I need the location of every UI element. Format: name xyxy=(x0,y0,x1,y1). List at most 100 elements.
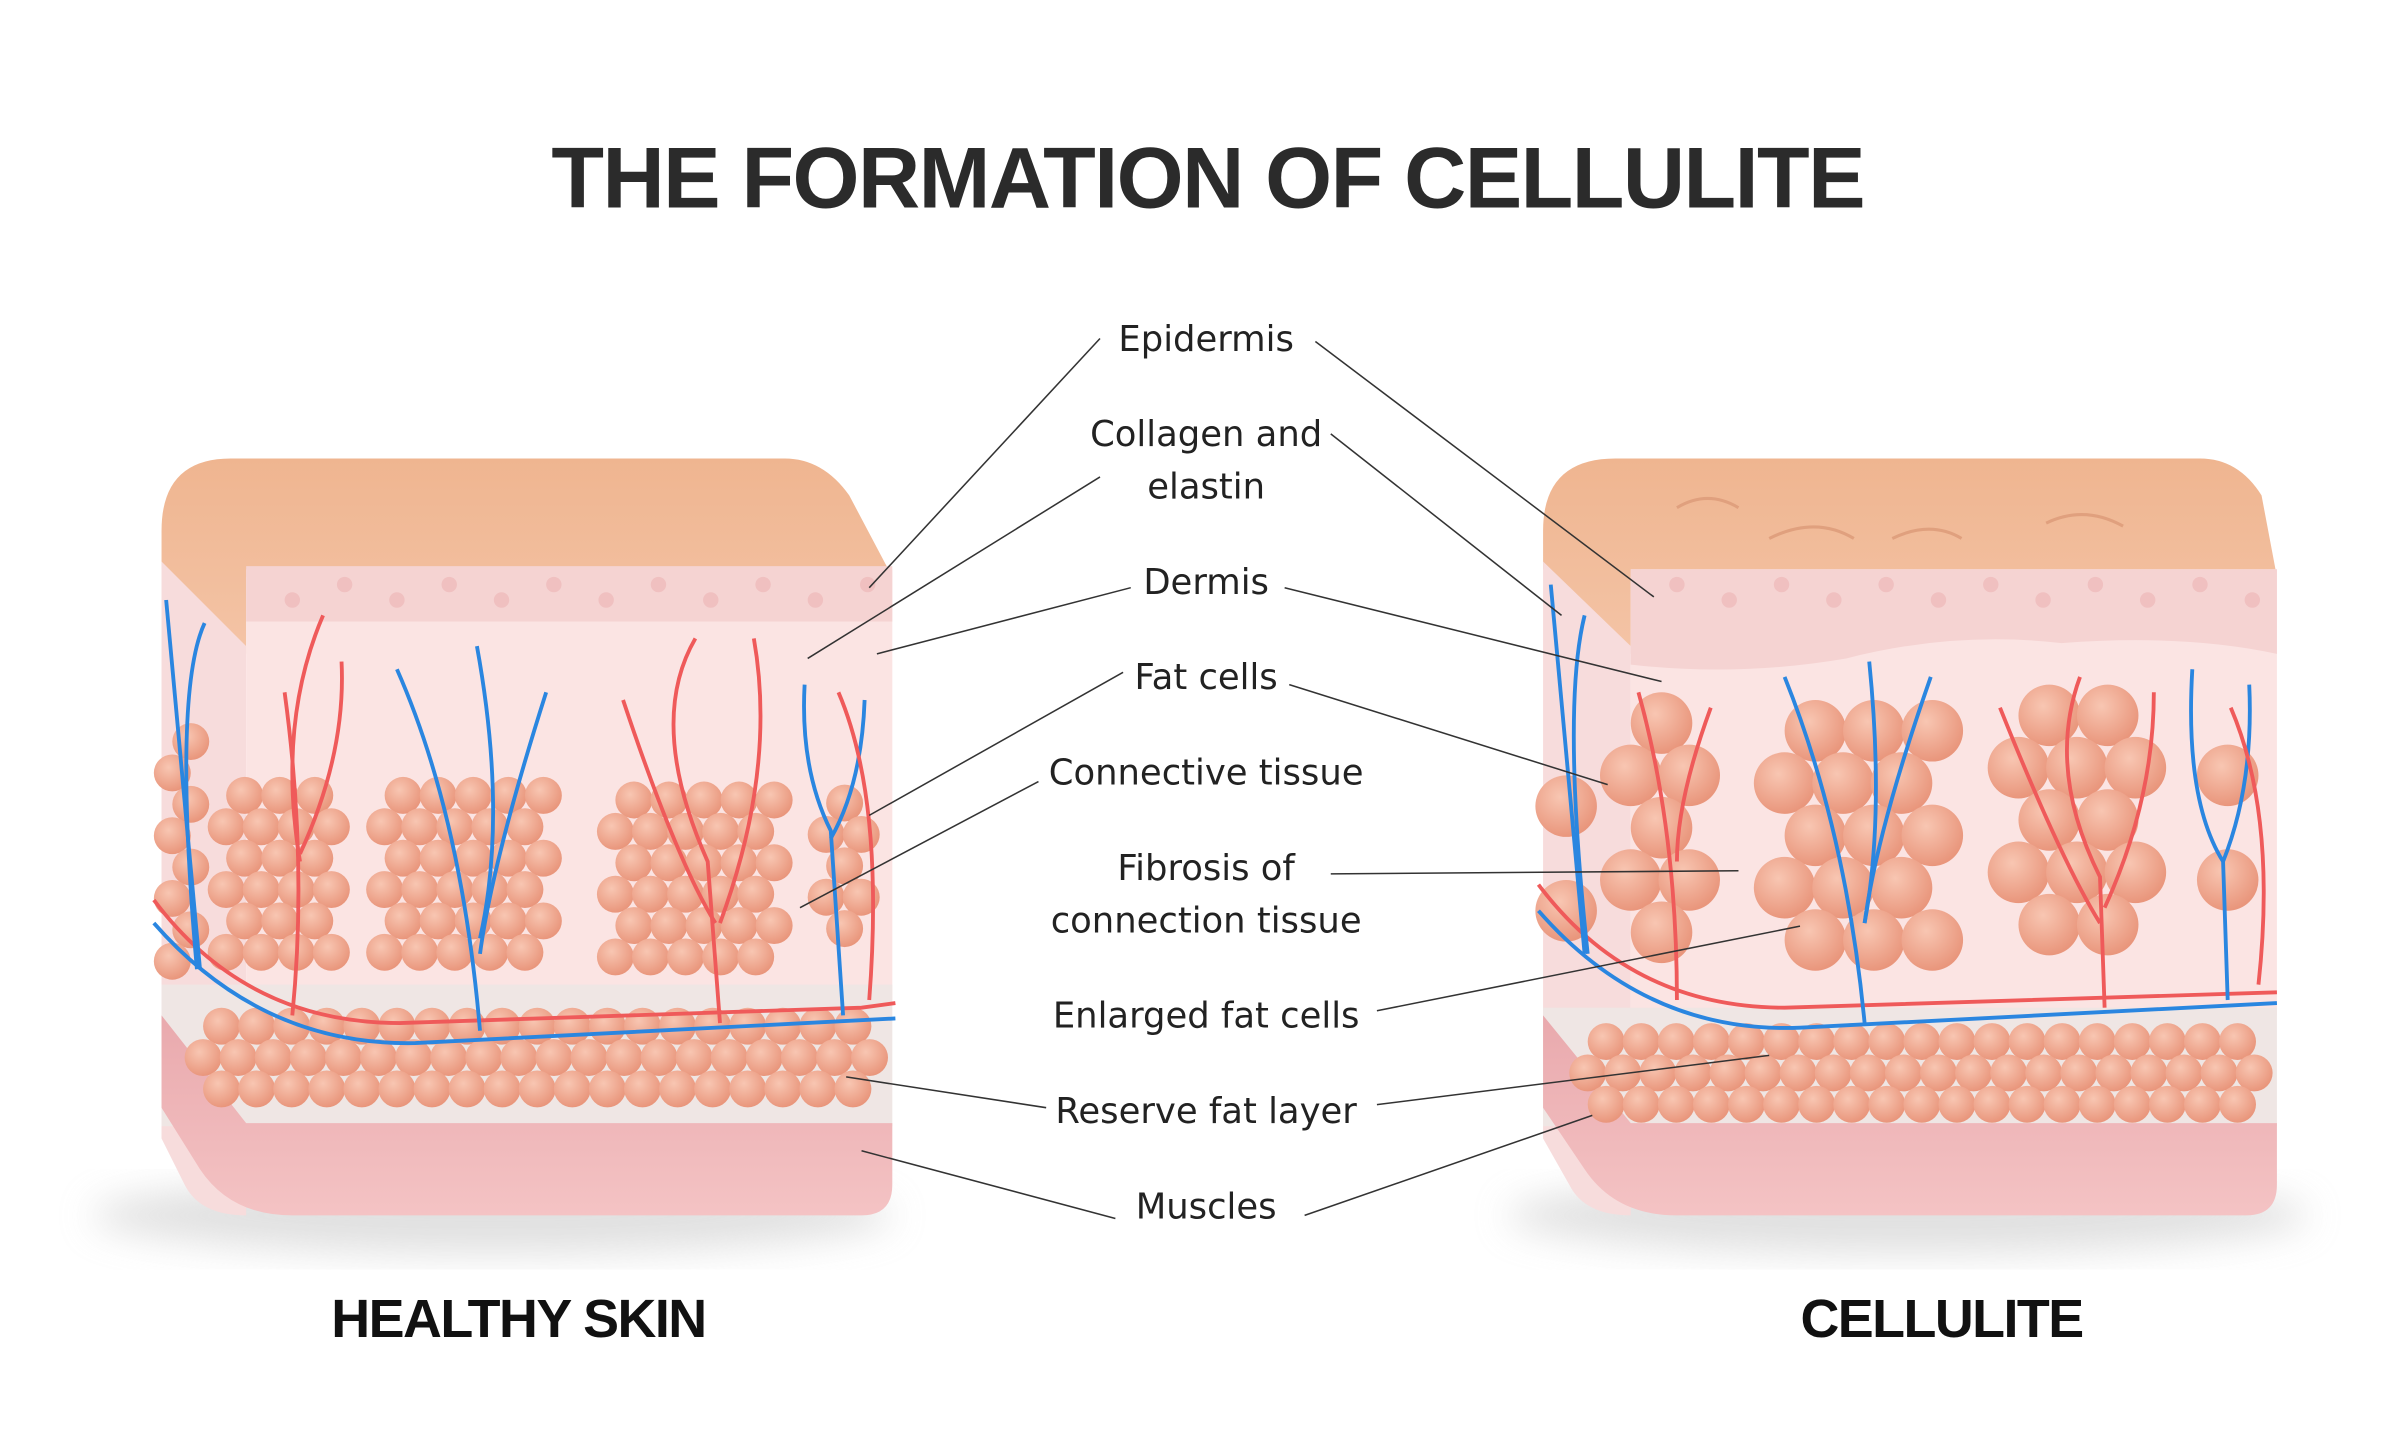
reserve-fat-cell xyxy=(2060,1054,2098,1092)
reserve-fat-cell xyxy=(1833,1085,1871,1123)
label-dermis: Dermis xyxy=(1143,562,1269,603)
fat-cell xyxy=(366,871,404,908)
fat-cell xyxy=(312,808,350,846)
reserve-fat-cell xyxy=(588,1007,626,1045)
reserve-fat-cell xyxy=(360,1039,397,1076)
epidermis-cell xyxy=(1721,592,1737,608)
reserve-fat-cell xyxy=(1622,1023,1660,1060)
reserve-fat-cell xyxy=(640,1039,678,1076)
reserve-fat-cell xyxy=(1798,1085,1836,1123)
reserve-fat-cell xyxy=(1779,1054,1817,1092)
epidermis-cell xyxy=(860,576,876,593)
enlarged-fat-cell xyxy=(1600,849,1662,911)
epidermis-cell xyxy=(2192,576,2208,593)
reserve-fat-cell xyxy=(2008,1085,2046,1123)
enlarged-fat-cell xyxy=(1784,804,1847,867)
fat-cell xyxy=(489,902,527,940)
reserve-fat-cell xyxy=(378,1007,416,1045)
fat-cell xyxy=(172,785,210,823)
reserve-fat-cell xyxy=(1903,1085,1941,1123)
fat-cell xyxy=(312,933,350,971)
fat-cell xyxy=(454,776,492,814)
muscle-layer xyxy=(161,1015,893,1216)
reserve-fat-cell xyxy=(694,1070,732,1108)
fat-cell xyxy=(632,875,669,913)
fat-cell xyxy=(720,781,758,819)
enlarged-fat-cell xyxy=(2046,736,2108,799)
reserve-fat-cell xyxy=(430,1039,468,1076)
label-connective-tissue: Connective tissue xyxy=(1049,753,1364,794)
blood-vessels xyxy=(1536,584,2278,1030)
fat-cell xyxy=(296,839,334,877)
epidermis-cell xyxy=(650,576,667,593)
reserve-fat-cell xyxy=(834,1007,872,1045)
reserve-fat-cell xyxy=(1973,1085,2011,1123)
epidermis-cell xyxy=(284,592,300,608)
reserve-fat-cell xyxy=(799,1007,837,1045)
caption-healthy-skin: HEALTHY SKIN xyxy=(331,1289,705,1349)
reserve-fat-cell xyxy=(1744,1054,1782,1092)
fat-cell xyxy=(153,817,191,855)
fat-cell xyxy=(650,907,688,944)
reserve-fat-cell xyxy=(238,1070,276,1108)
fat-cell xyxy=(384,902,422,940)
fat-cell xyxy=(419,839,457,877)
enlarged-fat-cell xyxy=(2018,684,2080,747)
reserve-fat-cell xyxy=(1868,1023,1906,1060)
fat-cell xyxy=(702,938,740,976)
fat-cell xyxy=(685,781,723,819)
reserve-fat-cell xyxy=(2148,1023,2186,1060)
reserve-fat-cell xyxy=(1692,1085,1730,1123)
reserve-fat-cell xyxy=(1709,1054,1747,1092)
reserve-fat-cell xyxy=(1798,1023,1836,1060)
fat-cell xyxy=(842,878,880,916)
epidermis-cell xyxy=(546,576,562,593)
fat-cell xyxy=(242,808,280,846)
reserve-fat-cell xyxy=(1692,1023,1730,1060)
fat-cell xyxy=(842,816,880,853)
fat-cell xyxy=(401,871,439,908)
epidermis-cell xyxy=(389,592,405,608)
fat-cell xyxy=(826,784,864,822)
reserve-fat-cell xyxy=(2025,1054,2063,1092)
fat-cell xyxy=(153,942,191,980)
reserve-fat-cell xyxy=(535,1039,573,1076)
reserve-fat-cell xyxy=(2113,1085,2151,1123)
reserve-fat-cell xyxy=(659,1070,696,1108)
label-fibrosis-line1: Fibrosis of xyxy=(1117,848,1296,889)
fat-cell xyxy=(807,878,845,916)
fat-cell xyxy=(650,844,688,882)
reserve-fat-cell xyxy=(448,1007,486,1045)
fat-cell xyxy=(615,907,653,944)
enlarged-fat-cell xyxy=(1987,841,2050,904)
enlarged-fat-cell xyxy=(1784,909,1847,971)
reserve-fat-cell xyxy=(675,1039,713,1076)
epidermis-cell xyxy=(1669,576,1685,593)
enlarged-fat-cell xyxy=(1812,856,1874,919)
reserve-fat-cell xyxy=(624,1070,661,1108)
enlarged-fat-cell xyxy=(1812,752,1874,814)
enlarged-fat-cell xyxy=(1901,804,1964,867)
leader-lines xyxy=(799,337,1801,1220)
reserve-fat-cell xyxy=(500,1039,538,1076)
reserve-fat-cell xyxy=(1938,1085,1976,1123)
fat-cell xyxy=(436,808,474,846)
reserve-fat-cell xyxy=(851,1039,888,1076)
reserve-fat-cell xyxy=(1727,1085,1765,1123)
reserve-fat-cell xyxy=(1727,1023,1765,1060)
reserve-fat-cell xyxy=(273,1070,311,1108)
fat-cell xyxy=(506,871,544,908)
fat-cell xyxy=(596,875,634,913)
reserve-fat-cell xyxy=(219,1039,257,1076)
reserve-fat-cell xyxy=(343,1007,381,1045)
reserve-fat-cell xyxy=(553,1070,591,1108)
reserve-fat-cell xyxy=(729,1070,767,1108)
page-title: THE FORMATION OF CELLULITE xyxy=(551,131,1864,227)
epidermis-cell xyxy=(807,592,824,608)
reserve-fat-cell xyxy=(2184,1023,2221,1060)
reserve-fat-cell xyxy=(764,1070,802,1108)
enlarged-fat-cell xyxy=(1630,692,1693,754)
fat-cell xyxy=(489,776,527,814)
epidermis-cell xyxy=(703,592,719,608)
